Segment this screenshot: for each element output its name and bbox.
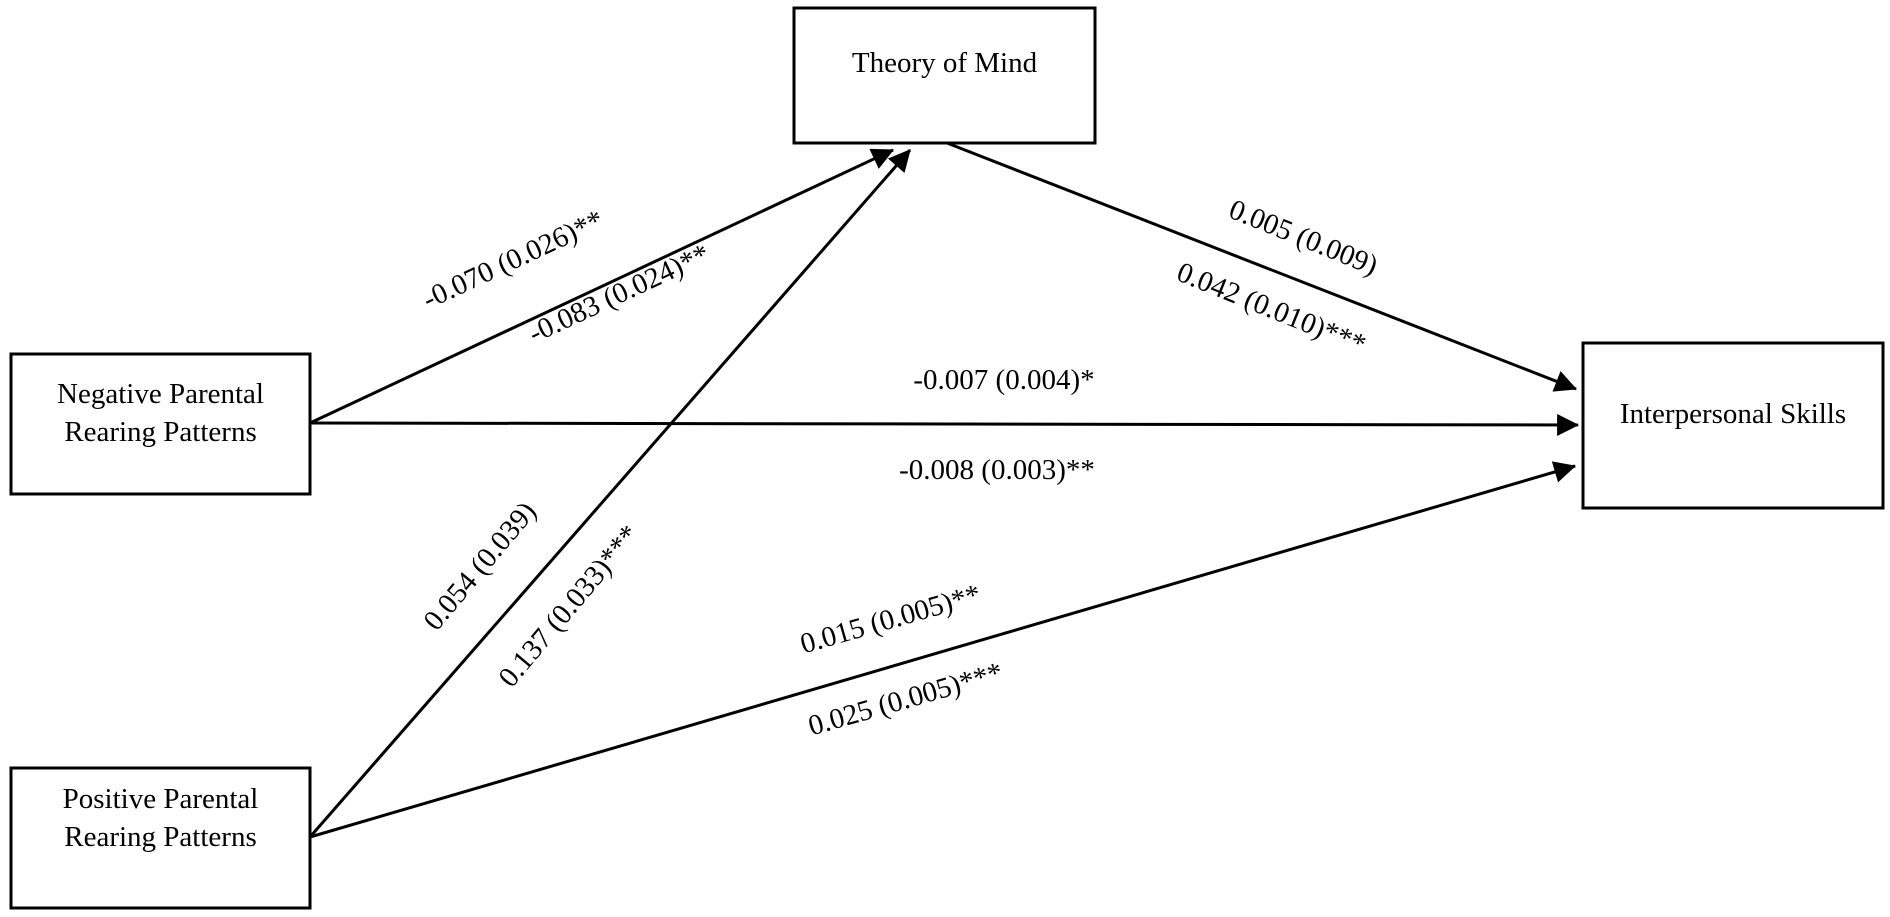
node-label-positive-line2: Rearing Patterns xyxy=(64,821,256,853)
arrow-positive-to-interpersonal xyxy=(309,461,1577,839)
arrow-positive-to-theory-of-mind xyxy=(308,149,912,838)
node-label-positive-line1: Positive Parental xyxy=(63,783,259,815)
coef-positive-to-interpersonal-lower: 0.025 (0.005)*** xyxy=(805,656,1007,742)
arrow-negative-to-interpersonal xyxy=(309,413,1580,436)
coef-tom-to-interpersonal-upper: 0.005 (0.009) xyxy=(1225,193,1383,282)
arrow-negative-to-theory-of-mind xyxy=(309,148,894,425)
arrow-theory-of-mind-to-interpersonal xyxy=(946,141,1578,392)
node-label-interpersonal: Interpersonal Skills xyxy=(1620,398,1846,430)
node-label-negative-line1: Negative Parental xyxy=(57,378,264,410)
node-positive-parental-rearing: Positive Parental Rearing Patterns xyxy=(9,766,312,910)
coef-negative-to-interpersonal-upper: -0.007 (0.004)* xyxy=(913,364,1094,396)
node-theory-of-mind: Theory of Mind xyxy=(792,6,1097,145)
coef-tom-to-interpersonal-lower: 0.042 (0.010)*** xyxy=(1172,256,1370,361)
node-label-negative-line2: Rearing Patterns xyxy=(64,416,256,448)
node-label-theory-of-mind: Theory of Mind xyxy=(852,47,1038,79)
coef-negative-to-interpersonal-lower: -0.008 (0.003)** xyxy=(899,454,1095,486)
node-interpersonal-skills: Interpersonal Skills xyxy=(1581,341,1885,510)
coef-positive-to-tom-upper: 0.054 (0.039) xyxy=(417,496,542,637)
node-negative-parental-rearing: Negative Parental Rearing Patterns xyxy=(9,352,312,496)
